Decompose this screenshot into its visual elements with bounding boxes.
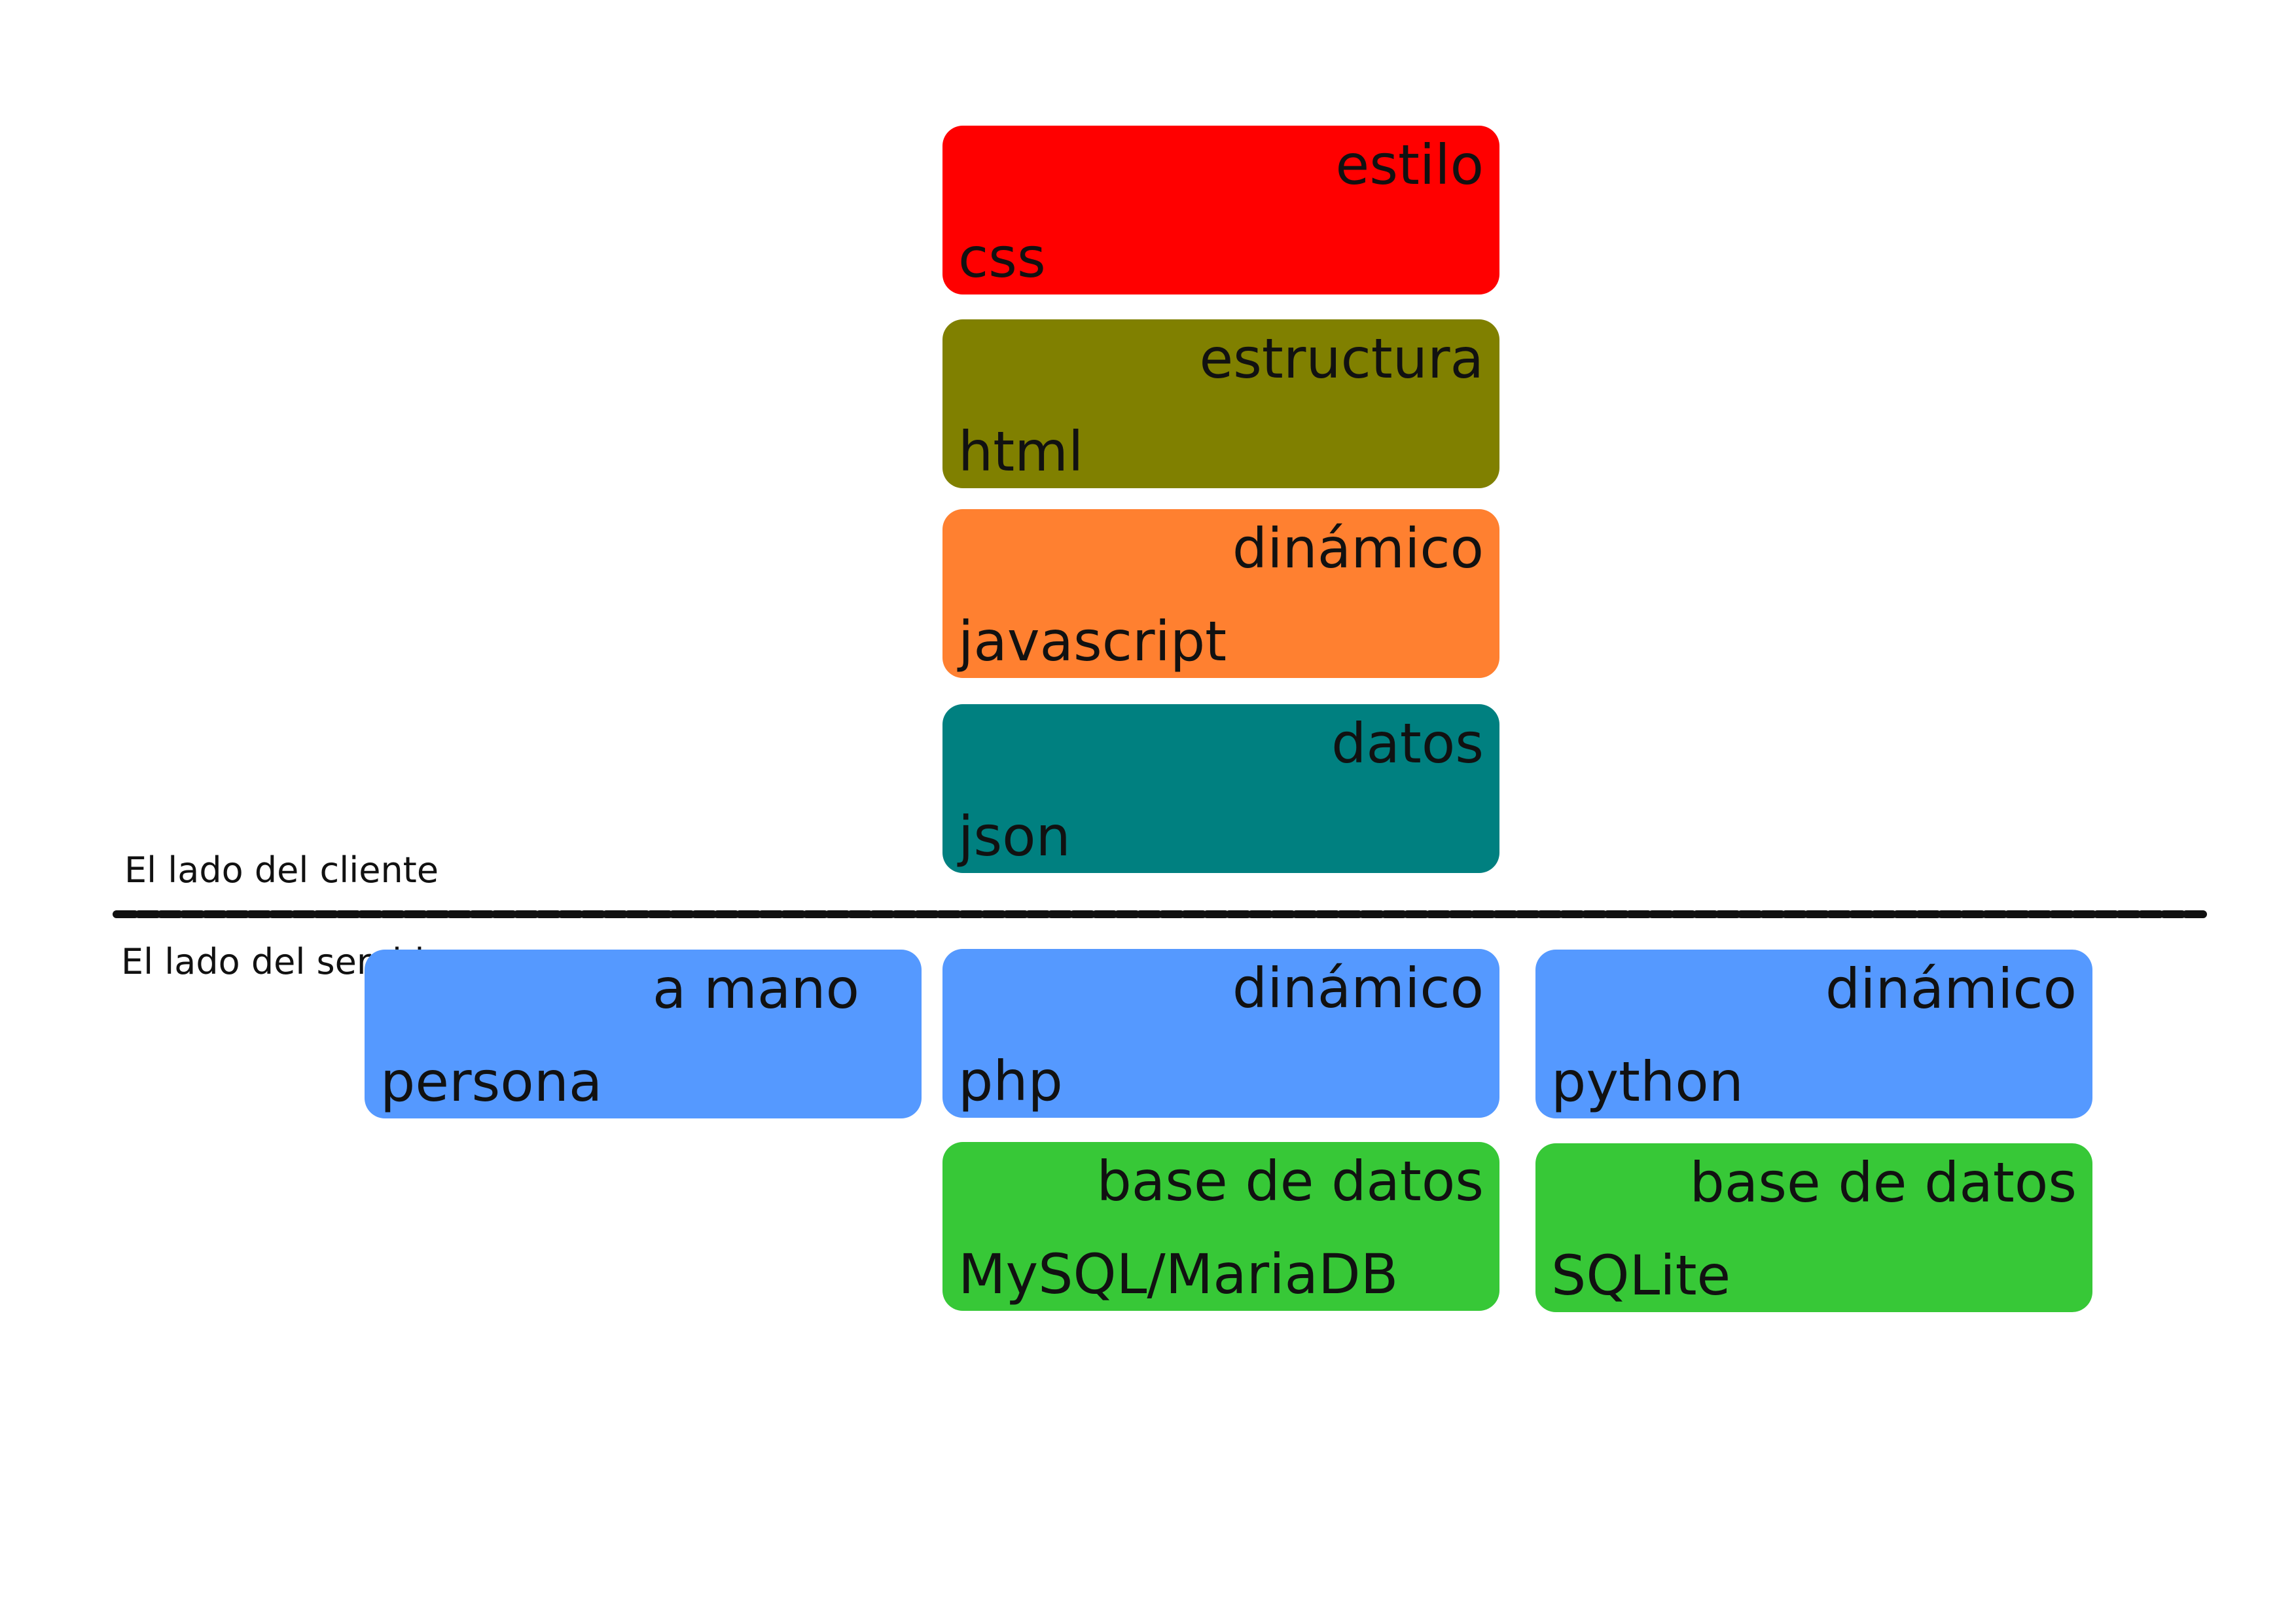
block-tag: dinámico: [1232, 516, 1484, 580]
block-css: estilo css: [942, 126, 1499, 294]
block-sqlite: base de datos SQLite: [1535, 1143, 2092, 1312]
block-tag: estructura: [1199, 327, 1484, 391]
block-tech: SQLite: [1551, 1243, 1731, 1308]
block-tech: javascript: [958, 609, 1227, 673]
block-tech: json: [958, 804, 1071, 868]
block-tech: php: [958, 1049, 1063, 1113]
block-tech: css: [958, 226, 1046, 290]
block-tech: python: [1551, 1050, 1744, 1114]
block-tag: datos: [1331, 711, 1484, 776]
block-tag: dinámico: [1825, 957, 2077, 1021]
block-python: dinámico python: [1535, 950, 2092, 1118]
client-side-label: El lado del cliente: [124, 849, 439, 891]
block-tag: a mano: [652, 957, 859, 1021]
block-javascript: dinámico javascript: [942, 509, 1499, 678]
block-tag: dinámico: [1232, 956, 1484, 1020]
block-tag: estilo: [1335, 133, 1484, 197]
block-mysql-mariadb: base de datos MySQL/MariaDB: [942, 1142, 1499, 1311]
block-html: estructura html: [942, 319, 1499, 488]
block-tech: persona: [380, 1050, 603, 1114]
block-json: datos json: [942, 704, 1499, 873]
block-tech: html: [958, 419, 1084, 484]
block-tag: base de datos: [1689, 1150, 2077, 1215]
block-tag: base de datos: [1096, 1149, 1484, 1213]
block-persona: a mano persona: [365, 950, 922, 1118]
client-server-divider: [113, 910, 2207, 918]
block-php: dinámico php: [942, 949, 1499, 1118]
block-tech: MySQL/MariaDB: [958, 1242, 1399, 1306]
